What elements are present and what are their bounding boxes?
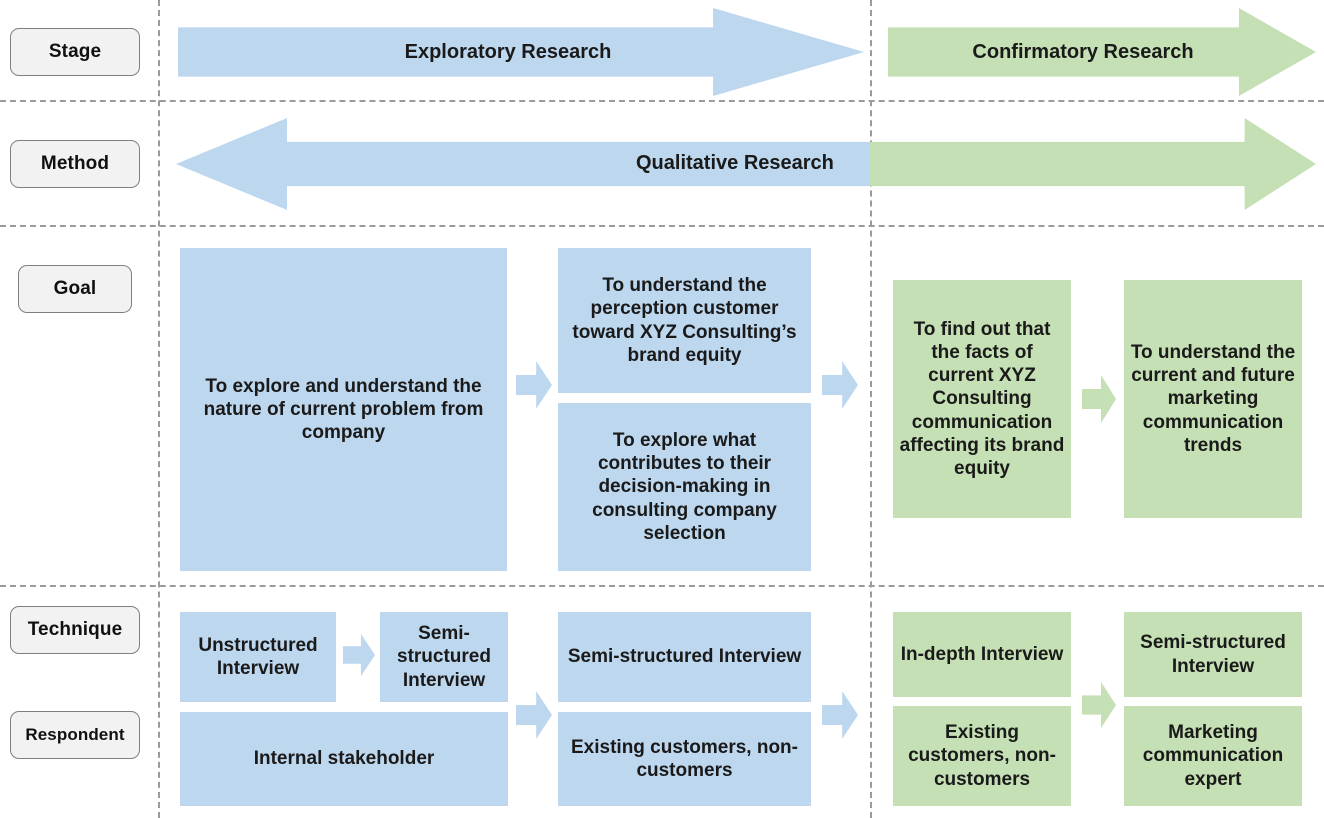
respondent-box-blue-1: Internal stakeholder [180,712,508,806]
divider-stage-method [0,100,1324,102]
row-label-method: Method [10,140,140,188]
technique-box-blue-2-text: Semi-structured Interview [397,623,491,691]
technique-box-blue-2: Semi-structured Interview [380,612,508,702]
goal-box-blue-3-text: To explore what contributes to their dec… [592,430,777,544]
technique-connector-blue-1 [343,633,375,677]
respondent-box-green-2: Marketing communication expert [1124,706,1302,806]
row-label-respondent-text: Respondent [25,725,125,744]
goal-box-green-1-text: To find out that the facts of current XY… [899,318,1065,479]
divider-goal-technique [0,585,1324,587]
goal-box-blue-1: To explore and understand the nature of … [180,248,507,571]
goal-connector-green-1 [1082,375,1116,423]
goal-connector-blue-2 [822,361,858,409]
respondent-connector-green-1 [1082,681,1116,729]
respondent-box-green-2-text: Marketing communication expert [1142,722,1284,790]
stage-exploratory-label: Exploratory Research [404,40,612,63]
technique-box-green-2: Semi-structured Interview [1124,612,1302,697]
goal-connector-blue-1 [516,361,552,409]
technique-box-green-1-text: In-depth Interview [900,643,1064,665]
technique-box-green-2-text: Semi-structured Interview [1140,632,1286,677]
technique-box-blue-3: Semi-structured Interview [558,612,811,702]
row-label-respondent: Respondent [10,711,140,759]
technique-box-blue-1-text: Unstructured Interview [198,634,318,679]
respondent-box-green-1: Existing customers, non- customers [893,706,1071,806]
goal-box-green-1: To find out that the facts of current XY… [893,280,1071,518]
goal-box-green-2-text: To understand the current and future mar… [1130,342,1296,456]
method-qualitative-label: Qualitative Research [636,152,834,174]
row-label-goal: Goal [18,265,132,313]
row-label-stage-text: Stage [48,41,102,62]
respondent-box-green-1-text: Existing customers, non- customers [908,722,1056,790]
divider-labels-content [158,0,160,818]
respondent-box-blue-1-text: Internal stakeholder [253,748,435,770]
method-qualitative-right-arrow [870,118,1316,210]
technique-box-green-1: In-depth Interview [893,612,1071,697]
goal-box-blue-3: To explore what contributes to their dec… [558,403,811,571]
respondent-connector-blue-2 [822,691,858,739]
row-label-technique: Technique [10,606,140,654]
goal-box-blue-2-text: To understand the perception customer to… [572,275,797,366]
respondent-connector-blue-1 [516,691,552,739]
goal-box-blue-2: To understand the perception customer to… [558,248,811,393]
respondent-box-blue-2: Existing customers, non-customers [558,712,811,806]
divider-method-goal [0,225,1324,227]
goal-box-blue-1-text: To explore and understand the nature of … [203,375,484,444]
technique-box-blue-3-text: Semi-structured Interview [567,646,802,668]
row-label-method-text: Method [40,153,110,174]
row-label-goal-text: Goal [53,278,97,299]
stage-confirmatory-label: Confirmatory Research [972,40,1194,63]
goal-box-green-2: To understand the current and future mar… [1124,280,1302,518]
row-label-technique-text: Technique [27,619,123,640]
row-label-stage: Stage [10,28,140,76]
technique-box-blue-1: Unstructured Interview [180,612,336,702]
divider-exploratory-confirmatory [870,0,872,818]
respondent-box-blue-2-text: Existing customers, non-customers [571,736,798,781]
